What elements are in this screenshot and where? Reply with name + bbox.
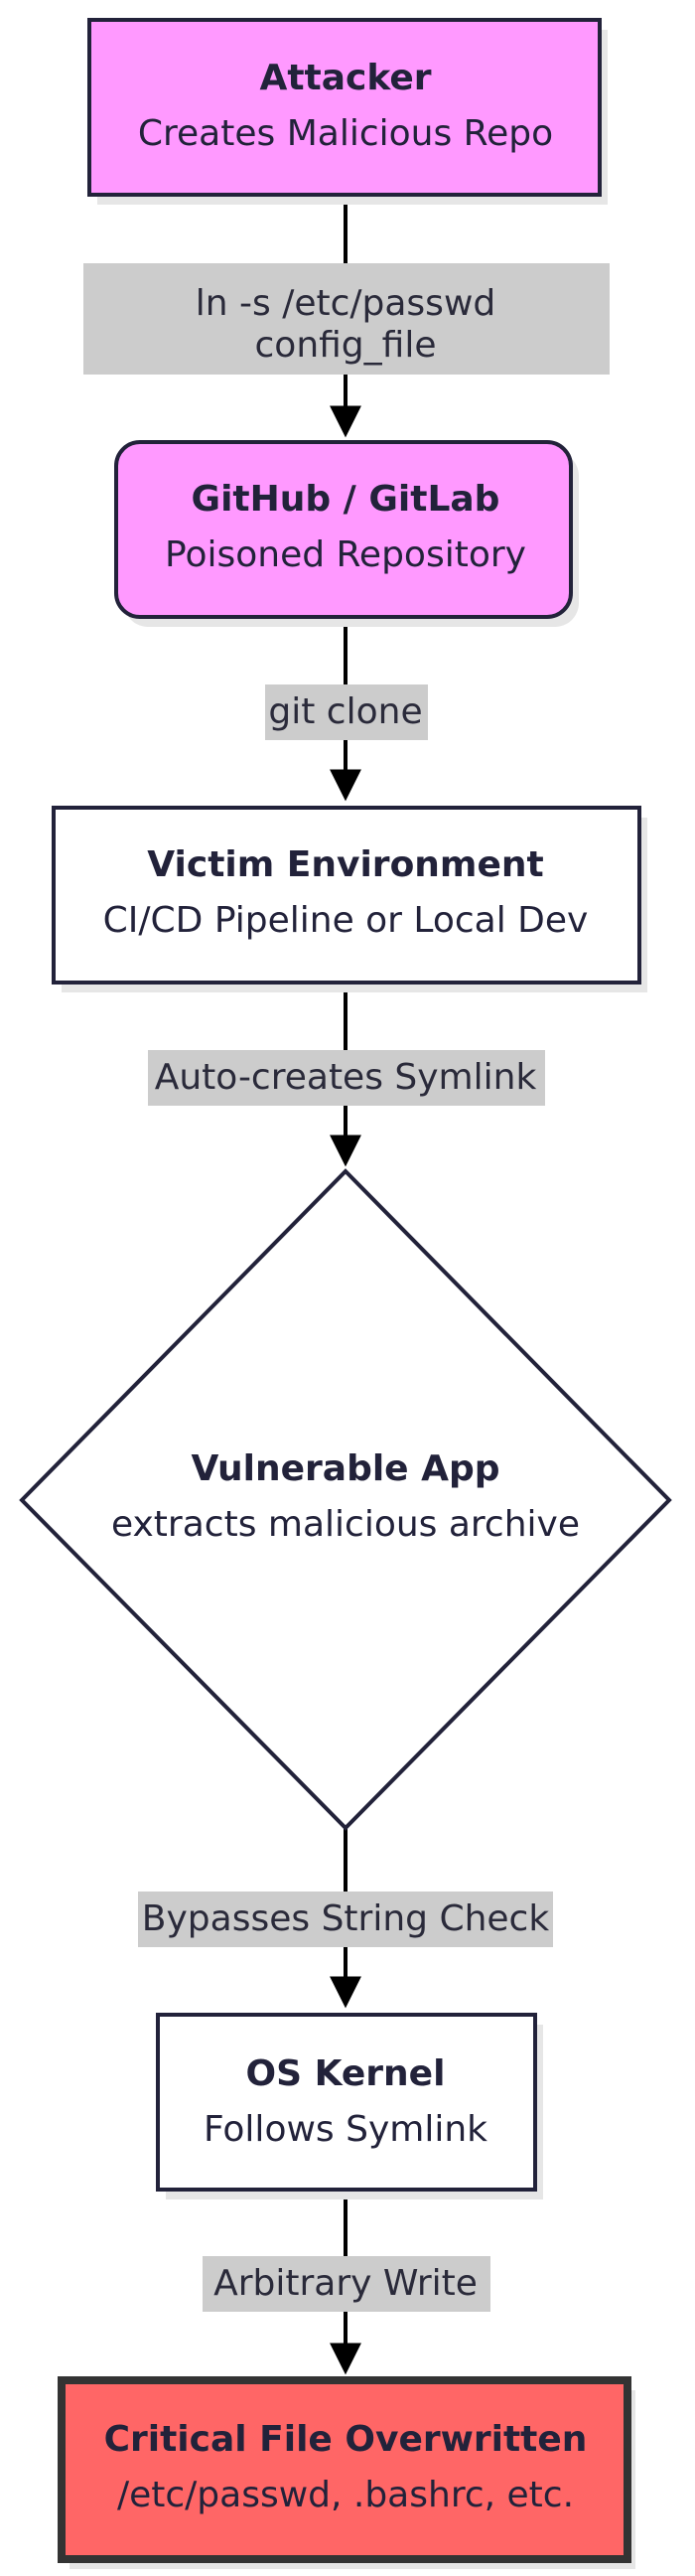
edge-label-line: ln -s /etc/passwd	[196, 283, 495, 324]
node-subtitle: /etc/passwd, .bashrc, etc.	[117, 2475, 574, 2515]
edge-label-line: config_file	[255, 325, 437, 366]
node-subtitle: Poisoned Repository	[165, 534, 526, 575]
node-title: Victim Environment	[147, 844, 543, 885]
node-subtitle: Creates Malicious Repo	[138, 113, 553, 154]
node-victim: Victim Environment CI/CD Pipeline or Loc…	[52, 806, 647, 992]
node-title: Vulnerable App	[191, 1448, 499, 1489]
edge-label-victim-app: Auto-creates Symlink	[148, 1050, 545, 1106]
node-critical: Critical File Overwritten /etc/passwd, .…	[58, 2376, 635, 2569]
node-subtitle: Follows Symlink	[204, 2109, 487, 2150]
edge-label-line: Bypasses String Check	[142, 1898, 550, 1939]
node-title: GitHub / GitLab	[192, 479, 500, 520]
node-subtitle: extracts malicious archive	[111, 1504, 580, 1545]
edge-label-repo-victim: git clone	[265, 684, 428, 740]
edge-label-app-kernel: Bypasses String Check	[138, 1892, 553, 1947]
node-repo: GitHub / GitLab Poisoned Repository	[114, 440, 579, 627]
node-kernel: OS Kernel Follows Symlink	[156, 2013, 543, 2199]
node-title: Critical File Overwritten	[104, 2419, 588, 2460]
node-app: Vulnerable App extracts malicious archiv…	[19, 1168, 672, 1831]
edge-label-kernel-critical: Arbitrary Write	[203, 2256, 490, 2312]
edge-label-line: Auto-creates Symlink	[155, 1057, 537, 1098]
node-title: OS Kernel	[246, 2053, 446, 2094]
edge-label-attacker-repo: ln -s /etc/passwd config_file	[83, 263, 610, 375]
edge-label-line: git clone	[268, 691, 422, 732]
node-attacker: Attacker Creates Malicious Repo	[87, 18, 608, 205]
node-subtitle: CI/CD Pipeline or Local Dev	[103, 900, 589, 941]
node-title: Attacker	[259, 58, 431, 98]
edge-label-line: Arbitrary Write	[213, 2263, 478, 2304]
